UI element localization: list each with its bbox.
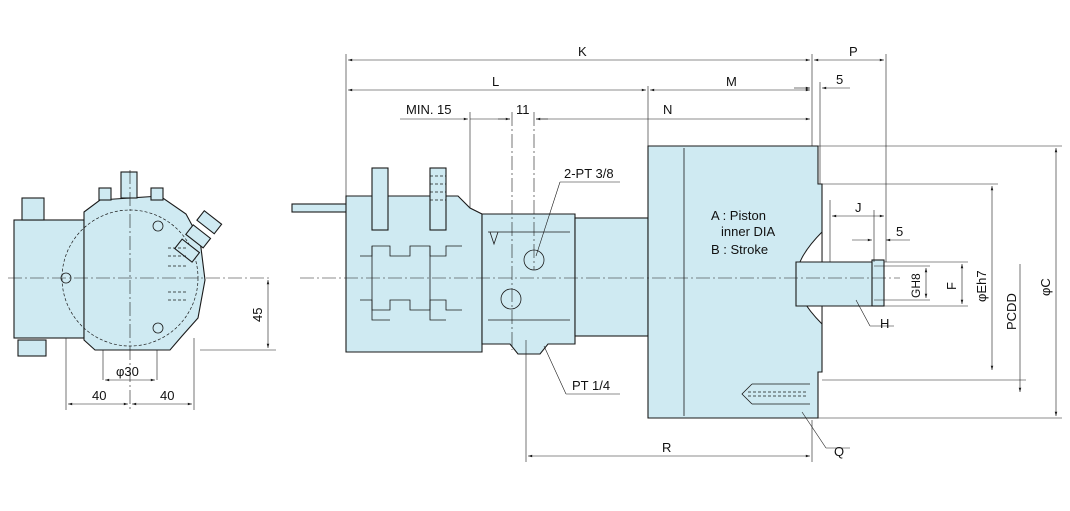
side-view — [291, 112, 900, 419]
dim-K: K — [578, 44, 587, 59]
dim-Eh7: φEh7 — [974, 270, 989, 302]
label-2pt38: 2-PT 3/8 — [564, 166, 614, 181]
dim-5-mid: 5 — [896, 224, 903, 239]
dim-40-left: 40 — [92, 388, 106, 403]
label-pt14: PT 1/4 — [572, 378, 610, 393]
dim-R: R — [662, 440, 671, 455]
dim-J: J — [855, 200, 862, 215]
legend-b-stroke: B : Stroke — [711, 242, 768, 257]
dim-11: 11 — [516, 102, 530, 117]
dim-L: L — [492, 74, 499, 89]
dim-min15: MIN. 15 — [406, 102, 452, 117]
dimension-lines — [345, 54, 1062, 462]
label-H: H — [880, 316, 889, 331]
end-view — [8, 170, 276, 410]
dim-d30: φ30 — [116, 364, 139, 379]
dim-N: N — [663, 102, 672, 117]
dim-M: M — [726, 74, 737, 89]
legend-a-piston: A : Piston — [711, 208, 766, 223]
dim-PCDD: PCDD — [1004, 293, 1019, 330]
dim-40-right: 40 — [160, 388, 174, 403]
dim-GH8: GH8 — [909, 273, 923, 298]
label-Q: Q — [834, 444, 844, 459]
dim-45: 45 — [250, 308, 265, 322]
dim-C: φC — [1038, 278, 1053, 296]
dim-P: P — [849, 44, 858, 59]
dim-F: F — [944, 282, 959, 290]
legend-inner-dia: inner DIA — [721, 224, 776, 239]
dim-5-top: 5 — [836, 72, 843, 87]
